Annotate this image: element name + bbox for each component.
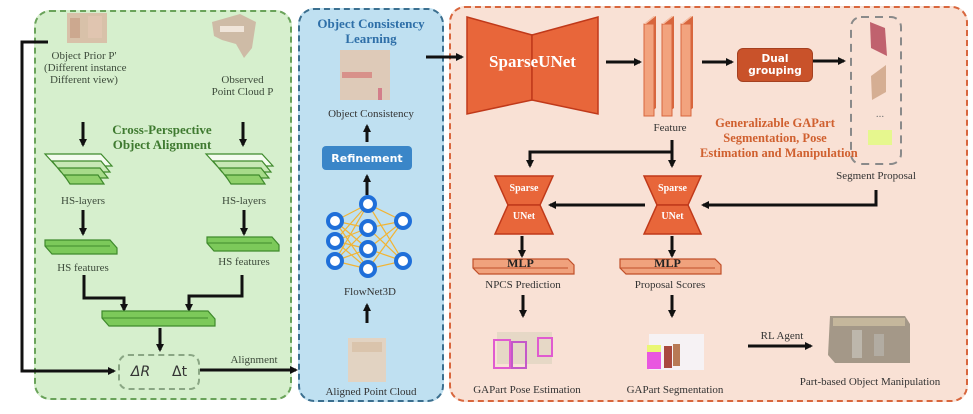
sparse-unet-left-bottom-label: UNet — [512, 211, 536, 222]
hs-layers-right-label: HS-layers — [222, 195, 266, 207]
sparse-unet-right-top-label: Sparse — [658, 183, 687, 194]
object-consistency-title-line2: Learning — [345, 31, 397, 46]
network-node — [359, 219, 377, 237]
mlp-right-bar — [619, 258, 722, 275]
flownet3d-label: FlowNet3D — [344, 286, 396, 298]
delta-r-symbol: ΔR — [130, 364, 151, 380]
dual-grouping-line2: grouping — [748, 65, 802, 77]
object-consistency-pointcloud-image — [340, 50, 390, 100]
aligned-pointcloud-image — [348, 338, 386, 382]
mlp-left-bar — [472, 258, 575, 275]
alignment-label: Alignment — [230, 354, 278, 366]
cross-perspective-title-line1: Cross-Perspective — [112, 122, 212, 137]
object-prior-label: Object Prior P' (Different instance Diff… — [44, 50, 127, 86]
object-prior-line1: Object Prior P' — [51, 50, 117, 62]
hs-features-right-bar — [206, 236, 280, 252]
network-node — [394, 212, 412, 230]
gapart-title: Generalizable GAPart Segmentation, Pose … — [700, 116, 858, 161]
network-node — [359, 260, 377, 278]
network-node — [326, 252, 344, 270]
gapart-pose-image — [493, 332, 553, 369]
network-node — [326, 212, 344, 230]
arrow — [185, 275, 244, 312]
hs-layers-left-icon — [43, 153, 114, 185]
network-node — [359, 195, 377, 213]
feature-slabs-icon — [643, 16, 693, 117]
gapart-pose-estimation-label: GAPart Pose Estimation — [473, 384, 581, 396]
observed-line2: Point Cloud P — [211, 86, 274, 98]
sparse-unet-right-bottom-label: UNet — [661, 211, 684, 222]
gapart-title-line2: Segmentation, Pose — [723, 131, 827, 145]
observed-line1: Observed — [221, 74, 264, 86]
segment-part-1 — [870, 22, 887, 56]
arrow — [701, 190, 878, 209]
sparse-unet-small-right — [642, 175, 703, 235]
object-prior-pointcloud-image — [67, 13, 107, 43]
part-manipulation-image — [828, 316, 910, 363]
sparse-unet-main-label: SparseUNet — [489, 52, 576, 71]
segment-ellipsis: ... — [875, 108, 885, 120]
object-prior-line2: (Different instance — [44, 62, 127, 74]
object-consistency-label: Object Consistency — [328, 108, 414, 120]
network-node — [394, 252, 412, 270]
mlp-left-label: MLP — [507, 256, 534, 270]
hs-features-left-bar — [44, 239, 118, 255]
object-prior-line3: Different view) — [50, 74, 118, 86]
refinement-block: Refinement — [322, 146, 412, 170]
dual-grouping-block: Dual grouping — [737, 48, 813, 82]
gapart-segmentation-label: GAPart Segmentation — [626, 384, 724, 396]
hs-layers-right-icon — [204, 153, 275, 185]
dual-grouping-line1: Dual — [761, 53, 789, 65]
observed-pointcloud-image — [212, 14, 256, 58]
network-node — [359, 240, 377, 258]
rl-agent-label: RL Agent — [760, 330, 804, 342]
arrow — [526, 140, 674, 168]
arrow — [82, 275, 128, 312]
npcs-prediction-label: NPCS Prediction — [485, 279, 561, 291]
observed-point-cloud-label: Observed Point Cloud P — [200, 74, 285, 98]
hs-features-left-label: HS features — [57, 262, 109, 274]
object-consistency-title-line1: Object Consistency — [317, 16, 425, 31]
proposal-scores-label: Proposal Scores — [634, 279, 706, 291]
sparse-unet-left-top-label: Sparse — [509, 183, 539, 194]
fused-feature-bar — [101, 310, 216, 327]
hs-layers-left-label: HS-layers — [61, 195, 105, 207]
sparse-unet-small-left — [493, 175, 555, 235]
segment-part-2 — [871, 65, 886, 100]
object-consistency-title: Object Consistency Learning — [300, 16, 442, 46]
mlp-right-label: MLP — [654, 256, 681, 270]
aligned-point-cloud-label: Aligned Point Cloud — [325, 386, 417, 398]
delta-t-symbol: Δt — [172, 364, 188, 380]
sparse-unet-main-block — [466, 16, 599, 115]
network-node — [326, 232, 344, 250]
cross-perspective-alignment-panel — [34, 10, 292, 400]
delta-output-box: ΔR Δt — [118, 354, 200, 390]
gapart-title-line1: Generalizable GAPart — [715, 116, 835, 130]
part-based-manipulation-label: Part-based Object Manipulation — [799, 376, 941, 388]
feature-label: Feature — [653, 122, 687, 134]
segment-proposal-label: Segment Proposal — [836, 170, 916, 182]
cross-perspective-title: Cross-Perspective Object Alignment — [112, 122, 212, 152]
hs-features-right-label: HS features — [218, 256, 270, 268]
gapart-title-line3: Estimation and Manipulation — [700, 146, 858, 160]
prior-bypass-arrow — [20, 40, 116, 375]
segment-proposal-box — [850, 16, 902, 165]
gapart-segmentation-image — [647, 334, 704, 370]
segment-part-3 — [868, 130, 892, 145]
cross-perspective-title-line2: Object Alignment — [112, 137, 212, 152]
